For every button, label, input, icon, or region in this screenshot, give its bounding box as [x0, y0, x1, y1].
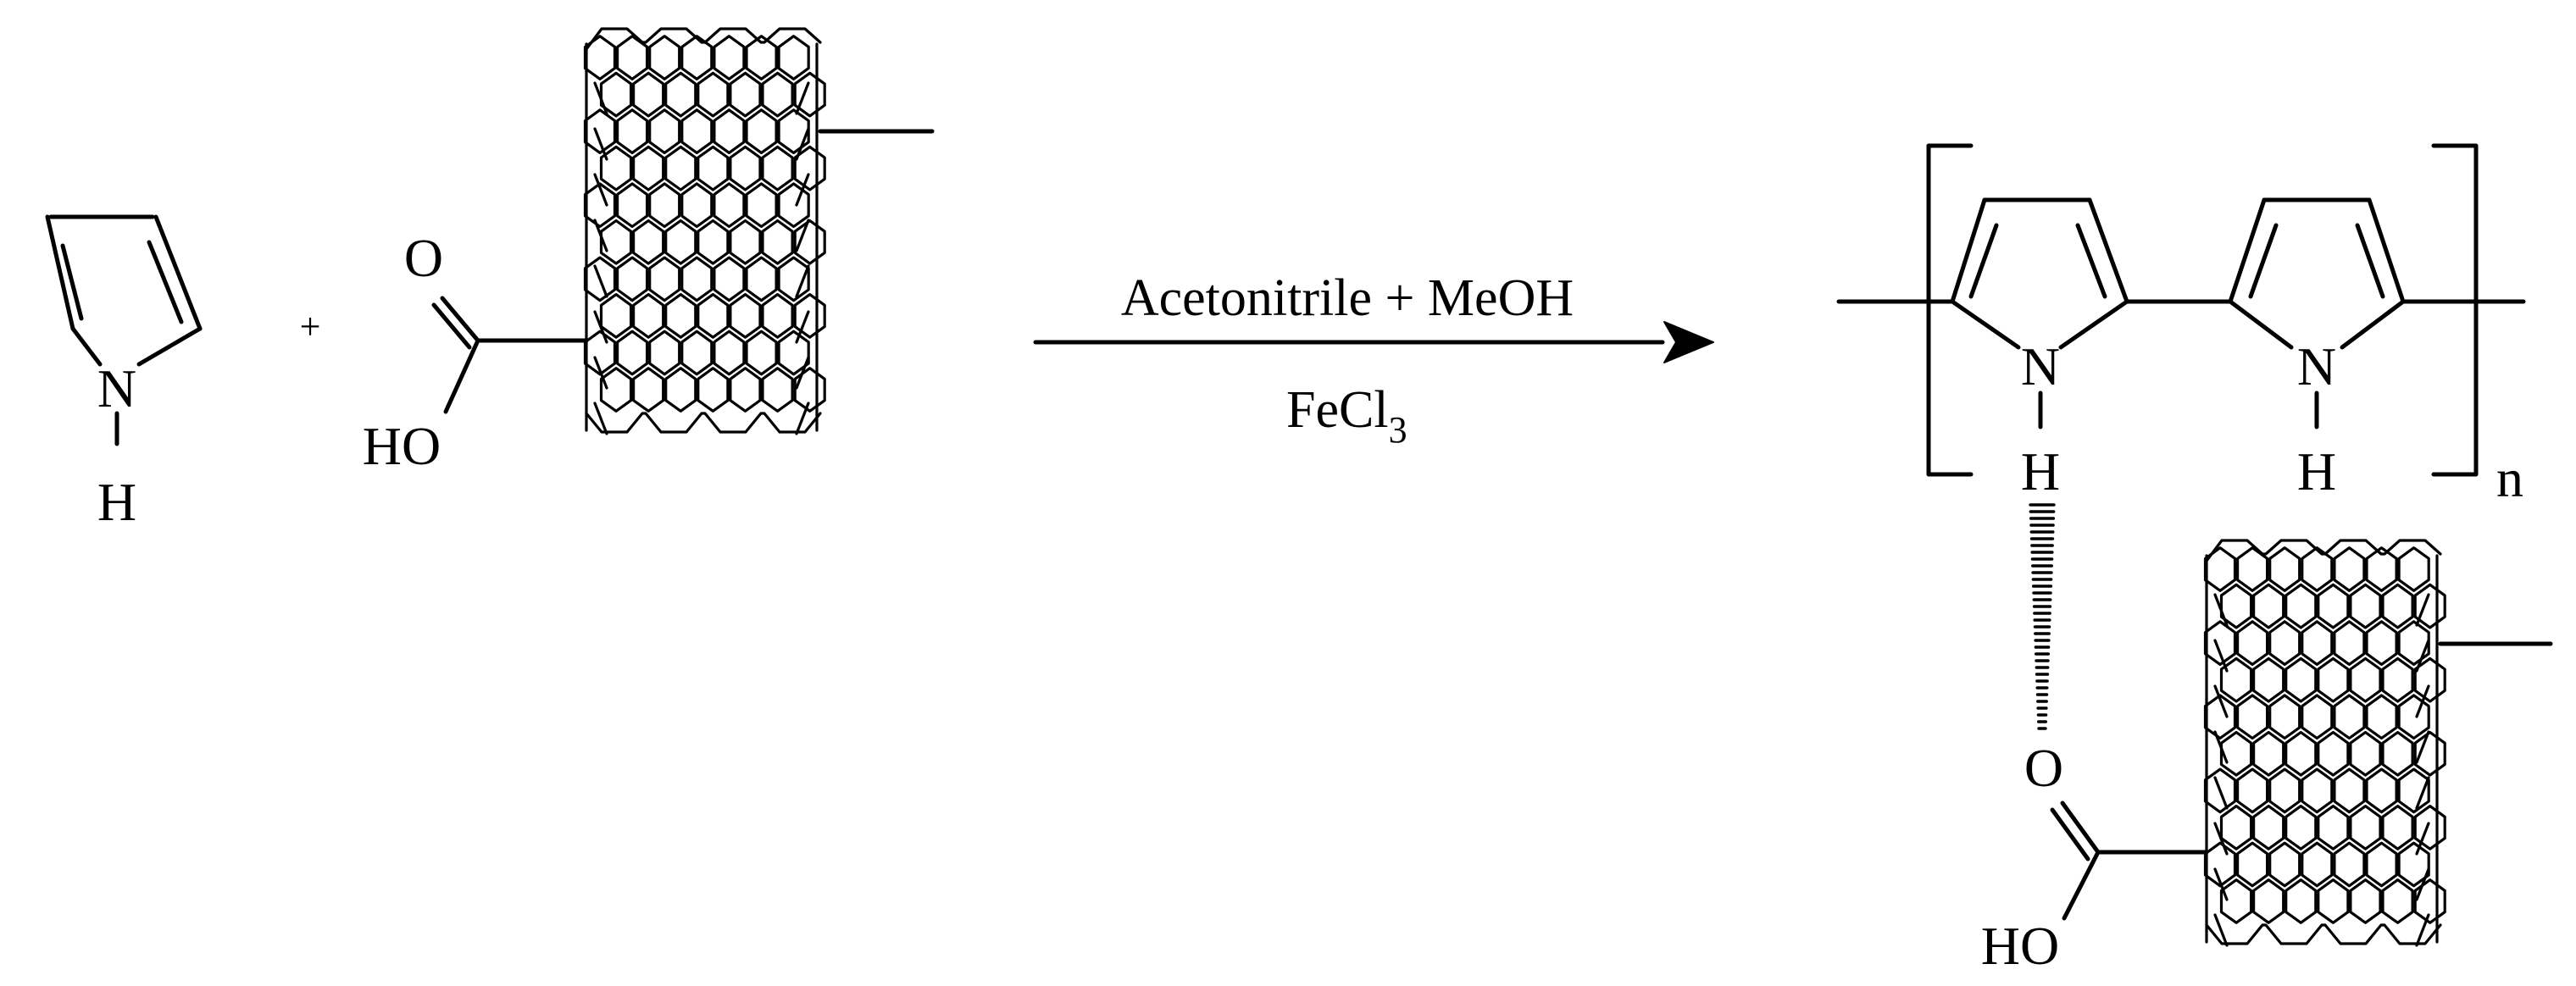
- cnt-reactant-ho-label: HO: [363, 416, 441, 476]
- carboxyl-group-bonds: [431, 296, 589, 414]
- ring1-h-label: H: [2021, 441, 2060, 501]
- pyrrole-monomer: N H: [45, 214, 203, 532]
- polymer-brackets: [1926, 143, 2479, 477]
- reagent-fecl-subscript: 3: [1389, 409, 1407, 451]
- reaction-arrow-head: [1663, 321, 1714, 363]
- reaction-arrow-group: Acetonitrile + MeOH FeCl3: [1033, 269, 1714, 451]
- product-carboxyl-bonds: [2050, 800, 2209, 921]
- cnt-product-o-label: O: [2024, 738, 2063, 798]
- reagents-line-1: Acetonitrile + MeOH: [1121, 269, 1574, 327]
- pyrrole-h-label: H: [97, 472, 136, 532]
- cnt-product-ho-label: HO: [1981, 916, 2059, 976]
- ring1-n-label: N: [2021, 336, 2060, 396]
- cnt-cooh-product: O HO: [1981, 539, 2553, 976]
- polypyrrole-product: N H N H n: [1836, 143, 2526, 508]
- cnt-reactant-o-label: O: [404, 228, 443, 288]
- ring2-h-label: H: [2297, 441, 2336, 501]
- carbon-nanotube-product: [2203, 539, 2446, 947]
- ring2-n-label: N: [2297, 336, 2336, 396]
- plus-sign: +: [300, 306, 321, 347]
- polypyrrole-bonds: [1836, 197, 2526, 429]
- nanotube-body: [2203, 539, 2446, 947]
- carbon-nanotube-reactant: [583, 27, 826, 435]
- repeat-index-n: n: [2496, 448, 2523, 508]
- nanotube-body: [583, 27, 826, 435]
- reagent-fecl-text: FeCl: [1286, 381, 1389, 439]
- reagents-line-2: FeCl3: [1286, 381, 1407, 451]
- pyrrole-n-label: N: [97, 358, 136, 418]
- hydrogen-bond: [2029, 503, 2056, 730]
- cnt-cooh-reactant: O HO: [363, 27, 935, 476]
- pyrrole-ring-bonds: [45, 214, 203, 446]
